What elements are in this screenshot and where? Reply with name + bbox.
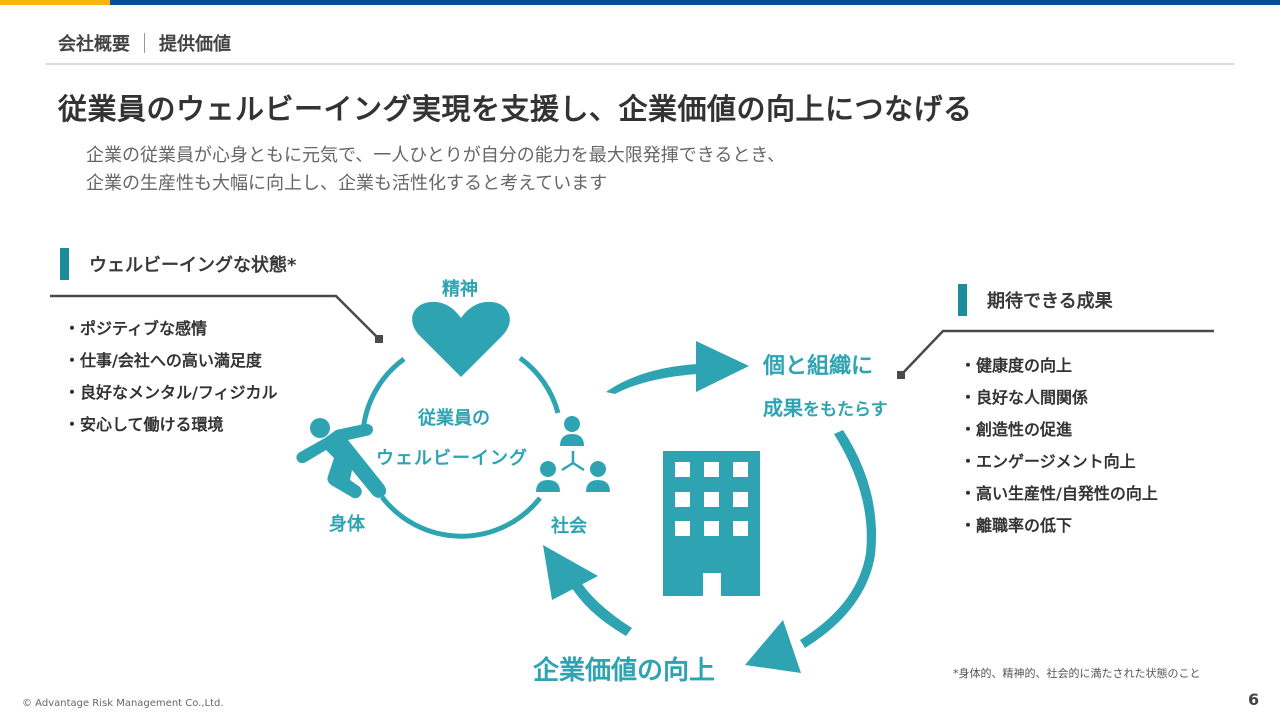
breadcrumb-page: 提供価値 <box>159 34 231 55</box>
list-item: ・良好な人間関係 <box>960 388 1089 407</box>
list-item: ・良好なメンタル/フィジカル <box>64 383 278 402</box>
arrow-to-corporate-value-icon <box>745 430 877 673</box>
arrow-to-society-icon <box>543 545 632 636</box>
wellbeing-state-list: ・ポジティブな感情 ・仕事/会社への高い満足度 ・良好なメンタル/フィジカル ・… <box>64 313 278 441</box>
subtitle-line-2: 企業の生産性も大幅に向上し、企業も活性化すると考えています <box>86 173 608 194</box>
body-label: 身体 <box>329 514 365 535</box>
outcome-label-bold: 成果 <box>763 396 803 420</box>
circle-arc-bottom <box>380 495 542 539</box>
copyright: © Advantage Risk Management Co.,Ltd. <box>22 698 224 709</box>
breadcrumb-section: 会社概要 <box>58 34 130 55</box>
right-callout-line <box>900 329 1214 376</box>
expected-results-list: ・健康度の向上 ・良好な人間関係 ・創造性の促進 ・エンゲージメント向上 ・高い… <box>960 350 1158 542</box>
expected-results-heading-text: 期待できる成果 <box>987 291 1113 312</box>
list-item: ・健康度の向上 <box>960 356 1073 375</box>
breadcrumb-separator <box>144 33 145 53</box>
heart-icon <box>412 301 510 377</box>
mind-label: 精神 <box>442 279 478 300</box>
people-network-icon <box>536 416 610 492</box>
footnote: *身体的、精神的、社会的に満たされた状態のこと <box>953 667 1201 680</box>
subtitle: 企業の従業員が心身ともに元気で、一人ひとりが自分の能力を最大限発揮できるとき、 … <box>86 142 785 198</box>
list-item: ・創造性の促進 <box>960 420 1073 439</box>
building-icon <box>663 451 760 596</box>
top-accent-bar-blue <box>110 0 1280 5</box>
page-title: 従業員のウェルビーイング実現を支援し、企業価値の向上につなげる <box>58 92 973 126</box>
circle-arc-right <box>518 355 561 414</box>
arrow-to-outcomes-icon <box>606 341 749 394</box>
center-label-line-2: ウェルビーイング <box>376 448 528 469</box>
top-accent-bar-yellow <box>0 0 110 5</box>
list-item: ・高い生産性/自発性の向上 <box>960 484 1158 503</box>
right-callout-dot <box>897 371 905 379</box>
breadcrumb: 会社概要 提供価値 <box>58 30 231 56</box>
outcome-label-rest: をもたらす <box>803 400 888 420</box>
page-number: 6 <box>1248 690 1260 709</box>
outcome-label-line-1: 個と組織に <box>763 354 874 379</box>
wellbeing-state-heading: ウェルビーイングな状態* <box>60 248 296 280</box>
outcome-label-line-2: 成果をもたらす <box>763 392 888 421</box>
running-person-icon <box>296 418 387 499</box>
list-item: ・仕事/会社への高い満足度 <box>64 351 262 370</box>
wellbeing-state-heading-text: ウェルビーイングな状態* <box>89 255 297 276</box>
section-marker <box>958 284 967 316</box>
header-divider <box>46 63 1234 65</box>
list-item: ・エンゲージメント向上 <box>960 452 1136 471</box>
corporate-value-label: 企業価値の向上 <box>533 656 716 686</box>
section-marker <box>60 248 69 280</box>
expected-results-heading: 期待できる成果 <box>958 284 1113 316</box>
left-callout-line <box>50 294 380 340</box>
subtitle-line-1: 企業の従業員が心身ともに元気で、一人ひとりが自分の能力を最大限発揮できるとき、 <box>86 145 786 166</box>
circle-arc-left <box>360 356 406 433</box>
list-item: ・ポジティブな感情 <box>64 319 208 338</box>
left-callout-dot <box>375 335 383 343</box>
list-item: ・安心して働ける環境 <box>64 415 224 434</box>
society-label: 社会 <box>551 516 587 537</box>
center-label-line-1: 従業員の <box>418 408 490 429</box>
list-item: ・離職率の低下 <box>960 516 1073 535</box>
